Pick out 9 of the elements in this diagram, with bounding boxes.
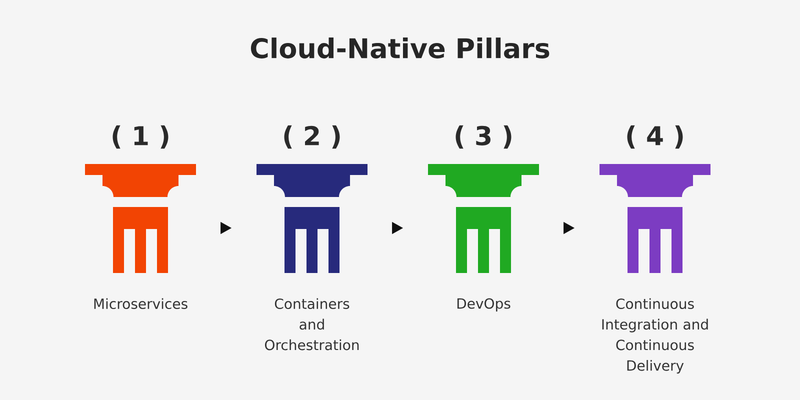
step-number: ( 3 ) (456, 125, 512, 149)
pillar-label: DevOps (457, 298, 510, 312)
pillar-label: Microservices (94, 298, 188, 310)
pillar-label: Containers and Orchestration (265, 298, 359, 350)
step-number: ( 1 ) (112, 125, 168, 149)
step-number: ( 4 ) (627, 125, 683, 149)
title: Cloud-Native Pillars (250, 38, 550, 58)
step-number: ( 2 ) (284, 125, 340, 149)
pillar-label: Continuous Integration and Continuous Delivery (602, 298, 708, 374)
